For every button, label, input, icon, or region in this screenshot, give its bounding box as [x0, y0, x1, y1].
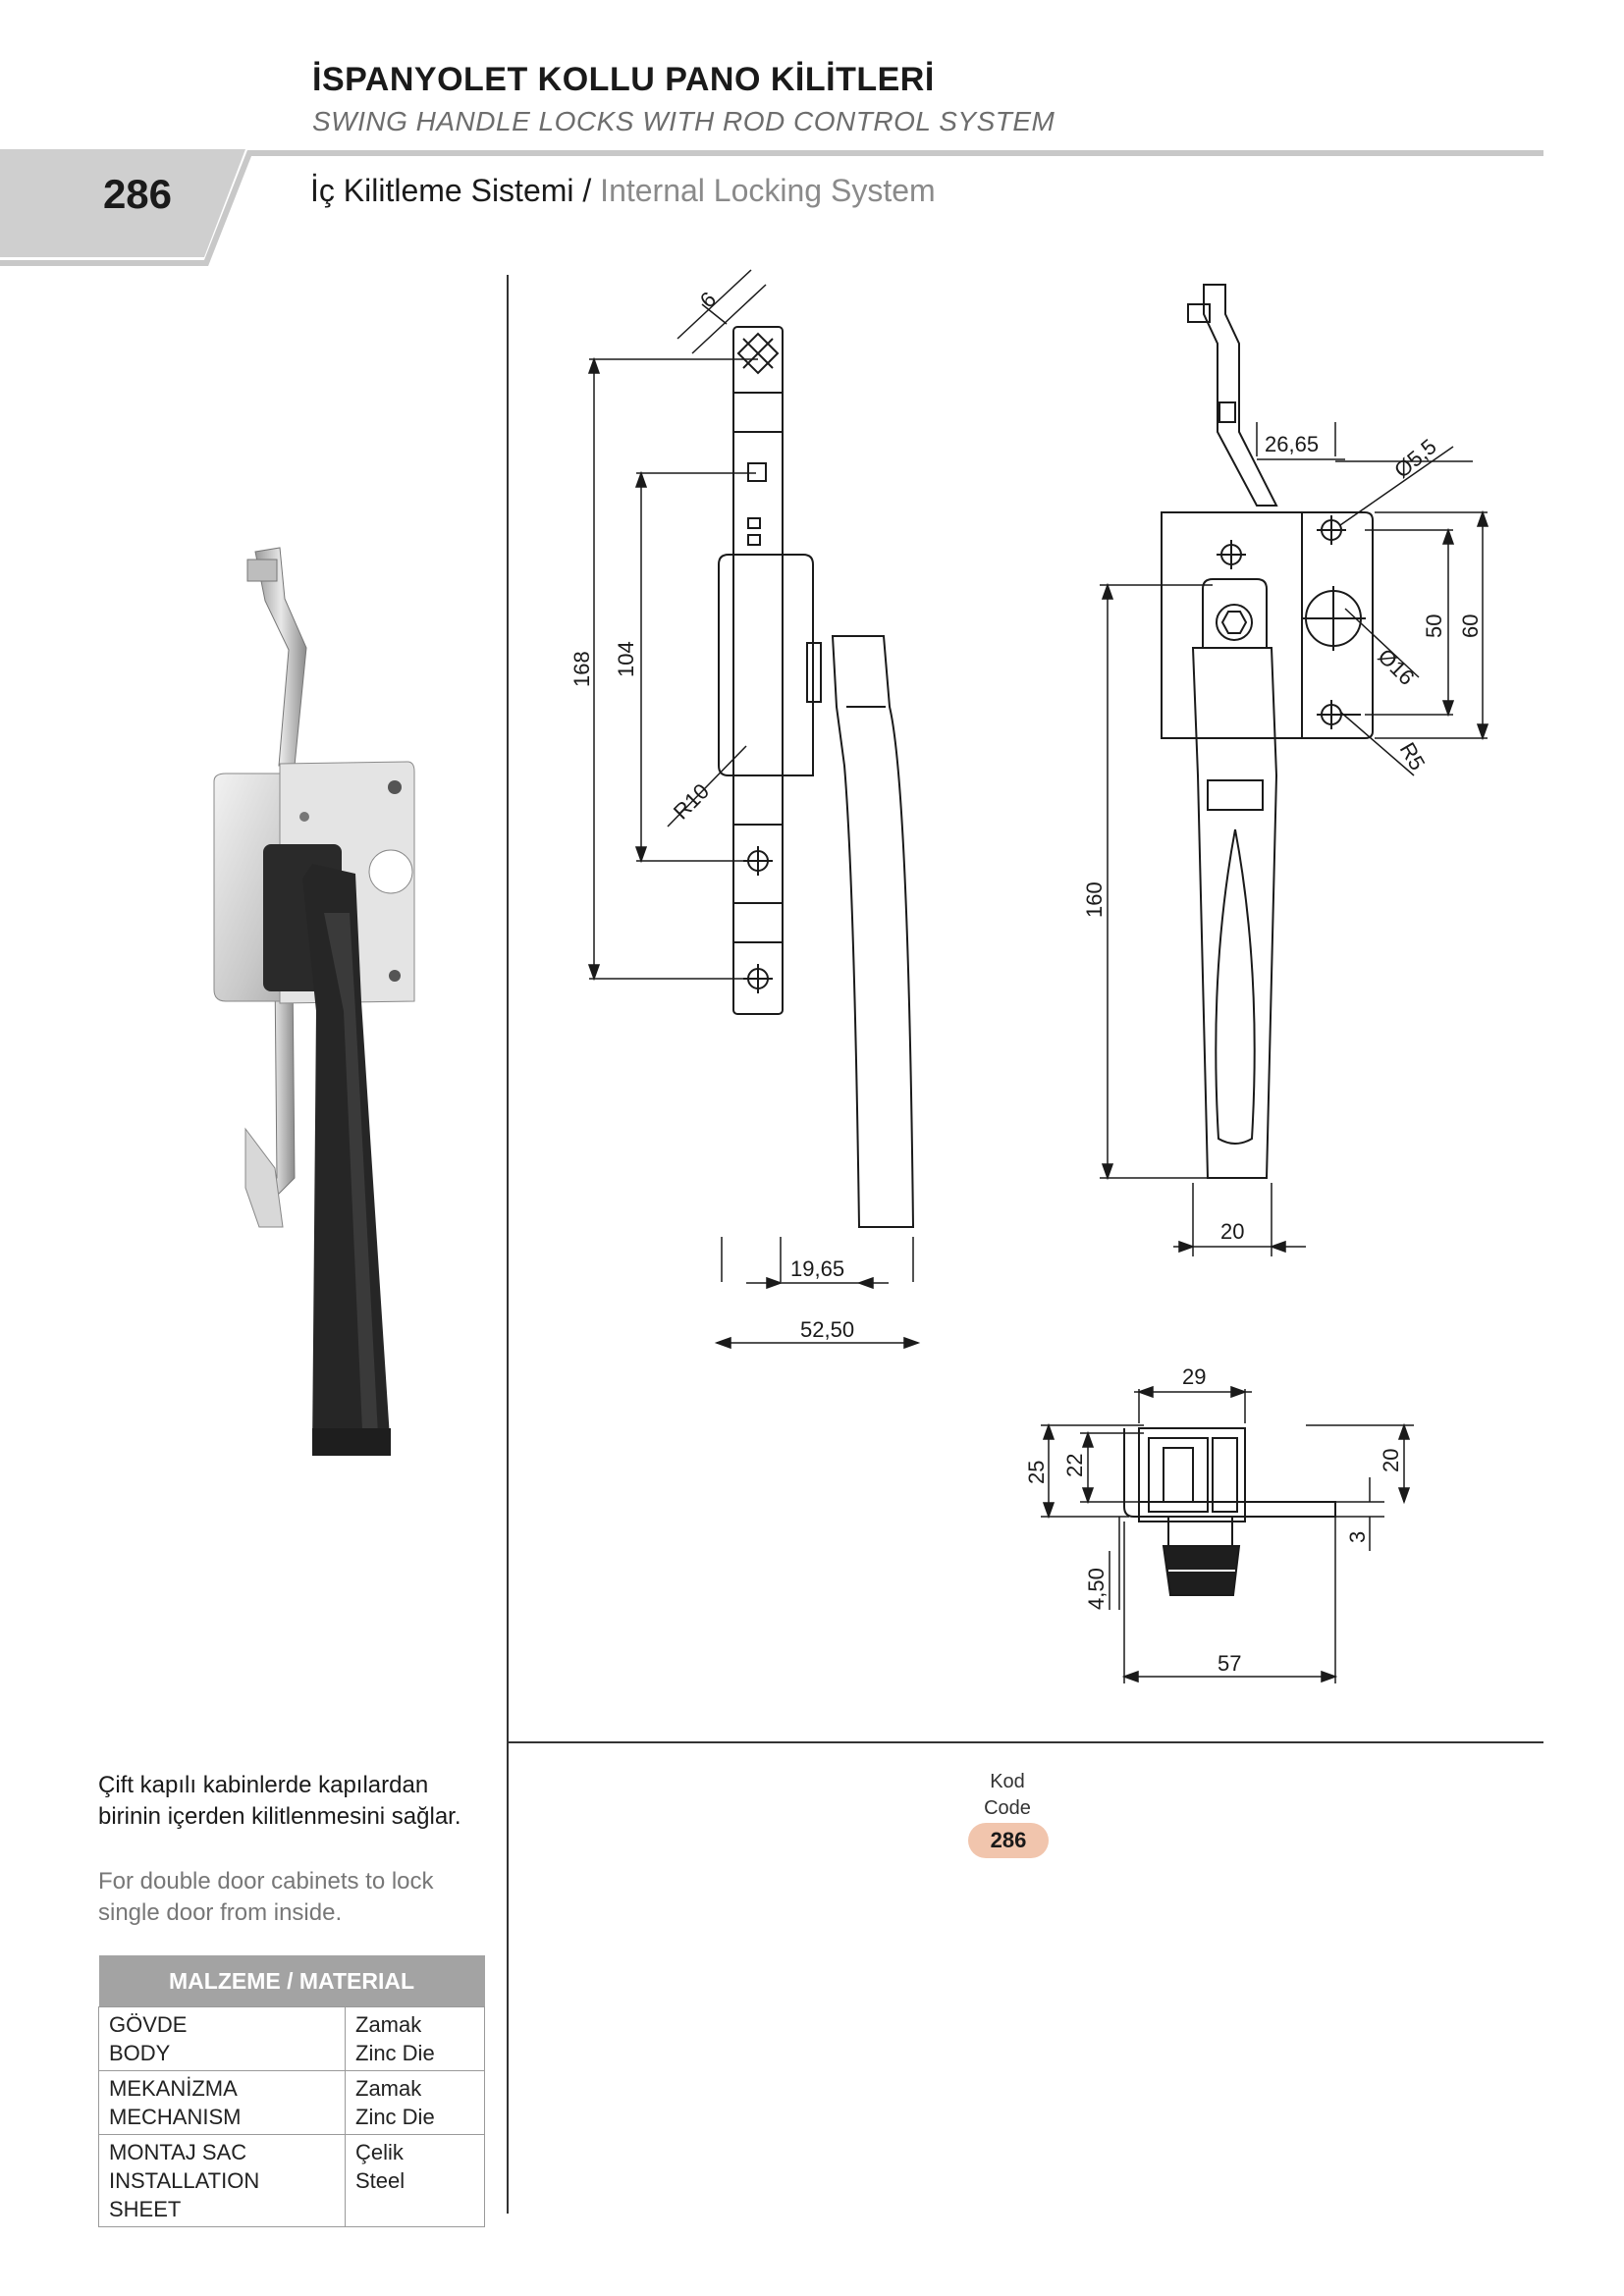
part-en: MECHANISM	[109, 2105, 242, 2129]
material-part: GÖVDE BODY	[98, 2006, 346, 2071]
dim-6: 6	[695, 287, 721, 312]
header-band	[0, 149, 1543, 266]
material-value: Zamak Zinc Die	[345, 2070, 485, 2135]
bottom-view	[1041, 1385, 1414, 1683]
table-row: MONTAJ SAC INSTALLATION SHEET Çelik Stee…	[98, 2134, 485, 2227]
dim-22: 22	[1062, 1454, 1087, 1477]
part-tr: MONTAJ SAC	[109, 2140, 247, 2164]
dim-r5: R5	[1395, 738, 1431, 774]
dim-4-50: 4,50	[1084, 1568, 1109, 1610]
material-value: Çelik Steel	[345, 2134, 485, 2227]
dim-20-bottom: 20	[1379, 1449, 1403, 1472]
page-number: 286	[102, 171, 173, 217]
dim-104: 104	[614, 641, 638, 677]
front-view	[1100, 284, 1489, 1256]
dim-60: 60	[1458, 614, 1483, 638]
dim-25: 25	[1024, 1461, 1049, 1484]
section-subtitle: İç Kilitleme Sistemi / Internal Locking …	[310, 173, 936, 209]
material-part: MONTAJ SAC INSTALLATION SHEET	[98, 2134, 346, 2227]
subtitle-tr: İç Kilitleme Sistemi /	[310, 173, 592, 208]
code-label-tr: Kod	[990, 1771, 1025, 1792]
mat-tr: Çelik	[355, 2140, 404, 2164]
dim-26-65: 26,65	[1265, 432, 1319, 456]
part-en: BODY	[109, 2041, 171, 2065]
material-value: Zamak Zinc Die	[345, 2006, 485, 2071]
dim-19-65: 19,65	[790, 1256, 844, 1281]
description-en: For double door cabinets to lock single …	[98, 1868, 434, 1926]
dim-16: Ø16	[1373, 644, 1419, 690]
product-photo	[213, 547, 415, 1456]
mat-en: Steel	[355, 2168, 406, 2193]
mat-tr: Zamak	[355, 2076, 422, 2101]
dim-20: 20	[1220, 1219, 1244, 1244]
technical-drawing: 6 168 104 R10 19,65 52,50 26,65 Ø5,5 50 …	[569, 269, 1489, 1683]
material-table: MALZEME / MATERIAL GÖVDE BODY Zamak Zinc…	[98, 1955, 485, 2227]
dim-29: 29	[1182, 1364, 1206, 1389]
vertical-divider	[507, 275, 509, 2214]
part-en: INSTALLATION SHEET	[109, 2168, 260, 2221]
side-view	[587, 269, 921, 1350]
dim-57: 57	[1218, 1651, 1241, 1676]
mat-tr: Zamak	[355, 2012, 422, 2037]
code-badge: 286	[968, 1823, 1049, 1858]
dim-168: 168	[569, 651, 594, 687]
part-tr: GÖVDE	[109, 2012, 188, 2037]
table-row: GÖVDE BODY Zamak Zinc Die	[98, 2006, 485, 2071]
material-part: MEKANİZMA MECHANISM	[98, 2070, 346, 2135]
horizontal-divider	[507, 1741, 1543, 1743]
material-table-header: MALZEME / MATERIAL	[98, 1955, 485, 2007]
code-label: Kod Code	[948, 1769, 1066, 1822]
dim-160: 160	[1082, 881, 1107, 918]
subtitle-en: Internal Locking System	[600, 173, 936, 208]
mat-en: Zinc Die	[355, 2041, 435, 2065]
header-rule	[0, 150, 1543, 266]
dim-5-5: Ø5,5	[1389, 434, 1441, 483]
page-title: İSPANYOLET KOLLU PANO KİLİTLERİ	[312, 61, 935, 98]
dim-52-50: 52,50	[800, 1317, 854, 1342]
part-tr: MEKANİZMA	[109, 2076, 238, 2101]
description-tr: Çift kapılı kabinlerde kapılardan birini…	[98, 1772, 461, 1830]
page-number-tab	[0, 149, 245, 257]
page-title-en: SWING HANDLE LOCKS WITH ROD CONTROL SYST…	[312, 106, 1056, 136]
mat-en: Zinc Die	[355, 2105, 435, 2129]
dim-50: 50	[1422, 614, 1446, 638]
dim-3: 3	[1345, 1531, 1370, 1543]
table-row: MEKANİZMA MECHANISM Zamak Zinc Die	[98, 2070, 485, 2135]
code-label-en: Code	[984, 1797, 1031, 1819]
